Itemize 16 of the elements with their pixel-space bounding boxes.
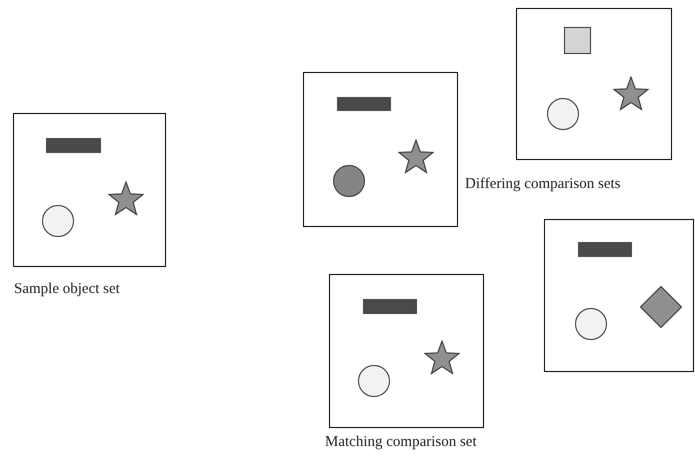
- node-label: Matching comparison set: [325, 435, 477, 450]
- bar-shape: [363, 299, 417, 314]
- circle-shape: [42, 205, 74, 237]
- bar-shape: [337, 97, 391, 111]
- node-label: Differing comparison sets: [465, 177, 621, 192]
- object-set-panel: [303, 72, 458, 227]
- square-shape: [564, 27, 591, 54]
- diamond-shape: [640, 286, 682, 328]
- circle-shape: [575, 308, 607, 340]
- object-set-panel: [544, 219, 694, 372]
- bar-shape: [578, 242, 632, 257]
- bar-shape: [46, 138, 101, 153]
- circle-shape: [358, 365, 390, 397]
- circle-shape: [547, 98, 579, 130]
- circle-shape: [333, 165, 365, 197]
- node-label: Sample object set: [14, 282, 120, 297]
